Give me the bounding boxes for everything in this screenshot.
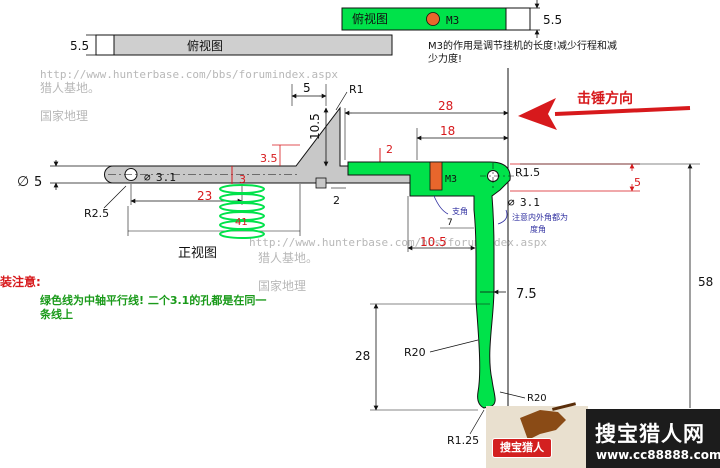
dim-3: 3 [239,173,246,186]
dim-r1-25: R1.25 [447,434,479,447]
diameter-symbol-3-1-right: ∅ [508,196,515,209]
watermark-name-1: 猎人基地。 [40,81,100,95]
small-note-1: 支角 [452,206,468,216]
m3-label-top: M3 [446,14,459,27]
dim-r1: R1 [349,83,364,96]
small-note-2: 注意内外角都为 [512,212,568,222]
note-title: 装注意: [0,274,41,289]
watermark-land-1: 国家地理 [40,108,88,123]
dim-3-5: 3.5 [260,152,278,165]
dim-phi-3-1-right: 3.1 [520,196,540,209]
m3-note-line-2: 少力度! [428,52,462,65]
hunter-badge [486,402,588,468]
dim-10-5-horizontal: 10.5 [420,235,447,249]
note-line-1: 绿色线为中轴平行线! 二个3.1的孔都是在同一 [40,293,266,307]
m3-hole-icon [426,12,440,26]
dim-r2-5: R2.5 [84,207,109,220]
dim-5-5-left: 5.5 [70,39,89,53]
dim-7: 7 [447,218,453,228]
dim-5-right: 5 [634,176,641,189]
top-view-right: 俯视图 M3 5.5 [341,0,562,38]
dim-2-a: 2 [386,143,393,156]
brand-logo-url: www.cc88888.com [596,448,720,462]
m3-label-front: M3 [445,174,457,185]
dim-r20-b: R20 [527,393,547,404]
hammer-direction-arrow: 击锤方向 [518,90,691,130]
dim-18: 18 [440,124,455,138]
dim-28-top: 28 [438,99,453,113]
diameter-symbol-left: ∅ [17,174,29,190]
front-view-gray-part [104,106,421,189]
m3-note-line-1: M3的作用是调节挂机的长度!减少行程和减 [428,39,617,52]
brand-logo-title: 搜宝猎人网 [595,422,705,446]
dim-28-left: 28 [355,349,370,363]
dim-phi-5: 5 [34,175,42,190]
dim-7-5: 7.5 [516,287,537,302]
dim-phi-3-1-left: 3.1 [156,171,176,184]
trigger-green-part: M3 [347,161,530,409]
watermark-url-2: http://www.hunterbase.com/bbs/forumindex… [249,236,547,249]
m3-screw-icon [429,161,443,191]
hammer-direction-label: 击锤方向 [577,90,633,107]
dim-r20-a: R20 [404,346,426,359]
badge-label: 搜宝猎人 [492,438,552,458]
watermark-name-2: 猎人基地。 [258,251,318,265]
diameter-symbol-3-1-left: ∅ [144,171,151,184]
front-view-label: 正视图 [178,246,217,261]
spring [219,184,265,239]
dim-2-b: 2 [333,194,340,207]
hunter-figure-icon [520,410,566,440]
watermark-url-1: http://www.hunterbase.com/bbs/forumindex… [40,68,338,81]
small-note-3: 度角 [530,224,546,234]
dim-r1-5: R1.5 [515,166,540,179]
dim-41: 41 [235,217,248,228]
brand-logo-box [586,409,720,468]
dim-5: 5 [303,81,311,95]
watermark-land-2: 国家地理 [258,278,306,293]
dim-23: 23 [197,189,212,203]
top-view-label-right: 俯视图 [352,11,388,26]
dim-58: 58 [698,275,713,289]
note-line-2: 条线上 [39,307,73,321]
dim-5-5-top: 5.5 [543,13,562,27]
top-view-label-left: 俯视图 [187,38,223,53]
top-view-left: 俯视图 5.5 [70,34,393,56]
dim-10-5-vertical: 10.5 [308,113,322,140]
